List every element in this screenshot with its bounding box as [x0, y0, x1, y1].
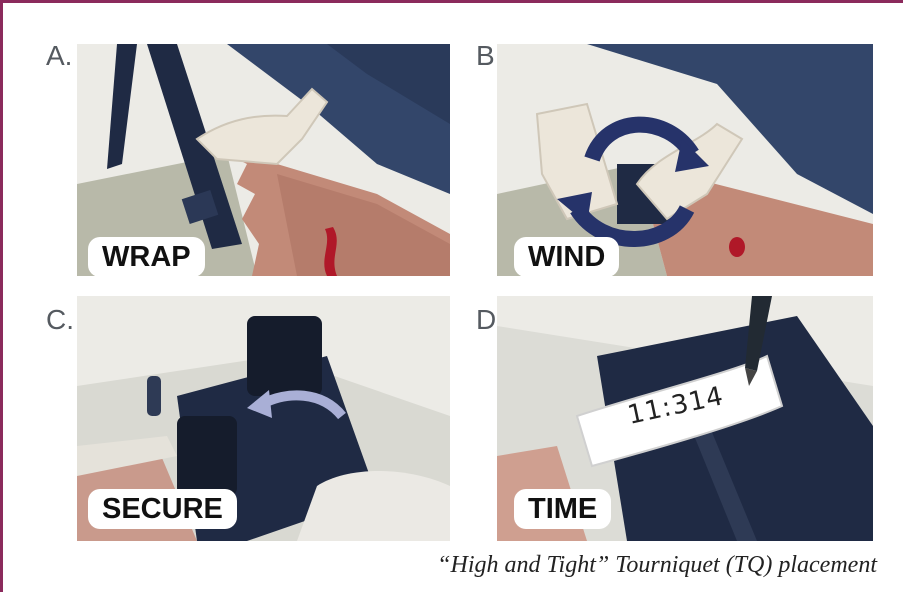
- step-a-letter: A.: [46, 40, 72, 72]
- wrap-label: WRAP: [88, 237, 205, 277]
- step-c-letter: C.: [46, 304, 74, 336]
- wind-label: WIND: [514, 237, 619, 277]
- figure-caption: “High and Tight” Tourniquet (TQ) placeme…: [437, 552, 877, 579]
- secure-label: SECURE: [88, 489, 237, 529]
- time-label: TIME: [514, 489, 611, 529]
